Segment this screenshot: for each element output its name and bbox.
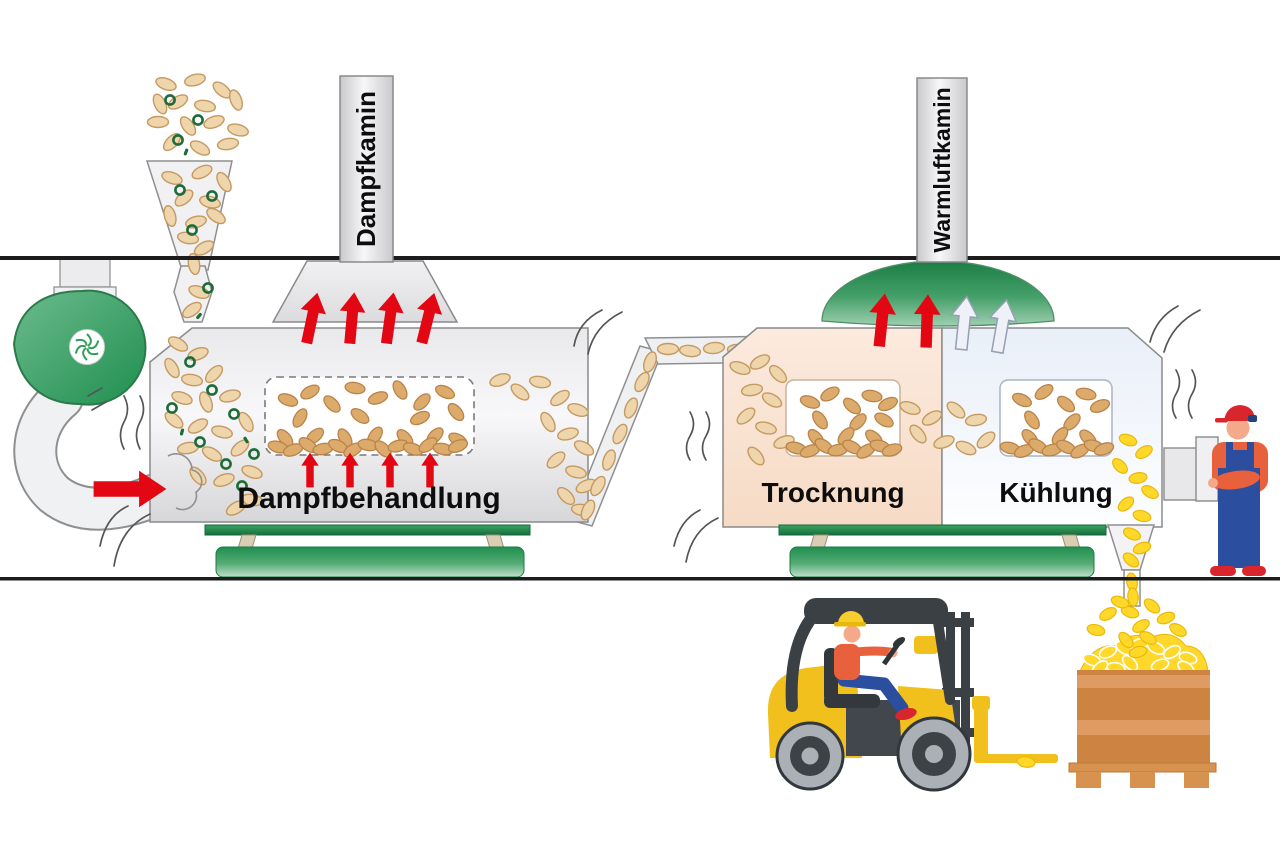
grain — [193, 98, 217, 114]
grain — [656, 342, 680, 356]
ceiling-duct — [59, 258, 111, 288]
forklift-wheel-rear — [775, 721, 845, 791]
grain — [182, 71, 208, 89]
grain — [1141, 595, 1163, 617]
drive-motor — [1163, 436, 1219, 502]
forklift-wheel-front — [896, 716, 972, 792]
pallet — [1068, 762, 1217, 788]
warm-air-chimney-label: Warmluftkamin — [929, 87, 955, 252]
worker-folded-arms — [1212, 470, 1260, 490]
grain — [216, 136, 240, 152]
driver-head — [843, 625, 861, 643]
forklift-driver — [834, 611, 917, 721]
vibration-marks — [87, 305, 1201, 567]
worker-shoe — [1242, 566, 1266, 576]
warm-air-chimney: Warmluftkamin — [916, 77, 968, 263]
grain — [146, 115, 170, 129]
machine-base-1 — [204, 524, 531, 578]
forklift-forks — [972, 696, 1058, 763]
grain — [183, 148, 189, 156]
grain — [1085, 622, 1107, 638]
ceiling-line — [0, 256, 1280, 260]
cooling-label: Kühlung — [999, 477, 1113, 508]
grain — [159, 129, 185, 155]
worker-head — [1226, 416, 1250, 440]
grain — [1097, 604, 1119, 624]
grain — [192, 114, 204, 126]
grain-inlet-stream — [146, 71, 251, 159]
worker-shoe — [1210, 566, 1236, 576]
steam-puff — [167, 453, 203, 511]
blower-fan — [12, 289, 147, 406]
steam-chimney-label: Dampfkamin — [351, 91, 381, 247]
grain — [225, 121, 251, 139]
grain — [153, 74, 179, 94]
machine-base-2 — [778, 524, 1107, 578]
grain — [187, 137, 213, 159]
steam-treatment-label: Dampfbehandlung — [237, 482, 500, 515]
steam-chimney: Dampfkamin — [339, 75, 394, 263]
warm-air-dome — [821, 260, 1055, 327]
worker-cap — [1224, 405, 1255, 421]
fan-icon — [69, 329, 105, 365]
forklift — [767, 598, 1058, 792]
grain — [201, 112, 227, 132]
driver-helmet — [838, 611, 864, 624]
drying-label: Trocknung — [761, 477, 904, 508]
grain — [226, 87, 246, 113]
forklift-roof — [804, 598, 948, 624]
pallet-crate — [1068, 633, 1217, 788]
floor-line — [0, 577, 1280, 581]
worker — [1208, 405, 1268, 576]
